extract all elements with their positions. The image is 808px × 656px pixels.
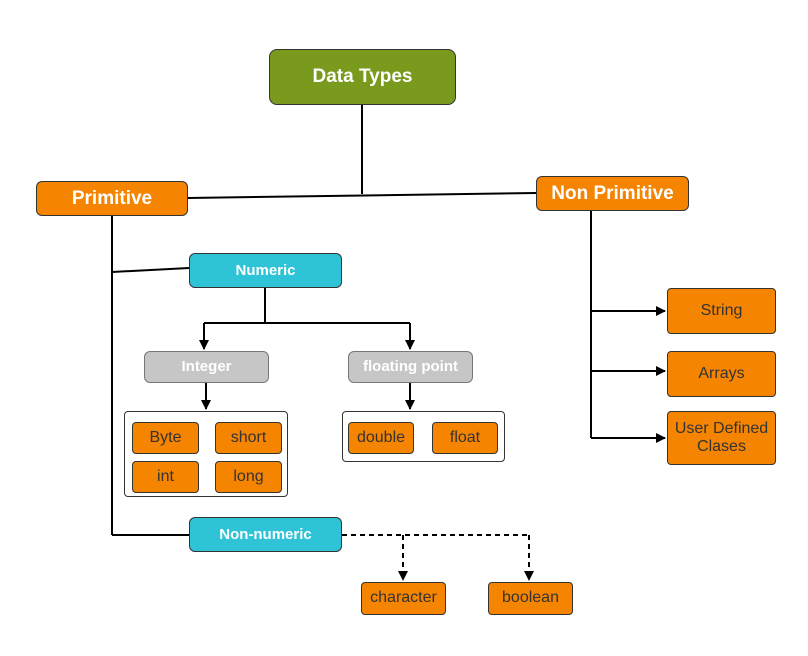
type-long: long (215, 461, 282, 493)
type-boolean: boolean (488, 582, 573, 615)
type-character: character (361, 582, 446, 615)
type-double: double (348, 422, 414, 454)
numeric-connector (111, 267, 190, 273)
type-string: String (667, 288, 776, 334)
type-user-defined-classes: User Defined Clases (667, 411, 776, 465)
floating-point-node: floating point (348, 351, 473, 383)
data-types-node: Data Types (269, 49, 456, 105)
non-primitive-node: Non Primitive (536, 176, 689, 211)
type-float: float (432, 422, 498, 454)
type-byte: Byte (132, 422, 199, 454)
branch-bar (187, 192, 537, 199)
primitive-node: Primitive (36, 181, 188, 216)
numeric-node: Numeric (189, 253, 342, 288)
type-int: int (132, 461, 199, 493)
non-numeric-node: Non-numeric (189, 517, 342, 552)
type-arrays: Arrays (667, 351, 776, 397)
type-short: short (215, 422, 282, 454)
integer-node: Integer (144, 351, 269, 383)
